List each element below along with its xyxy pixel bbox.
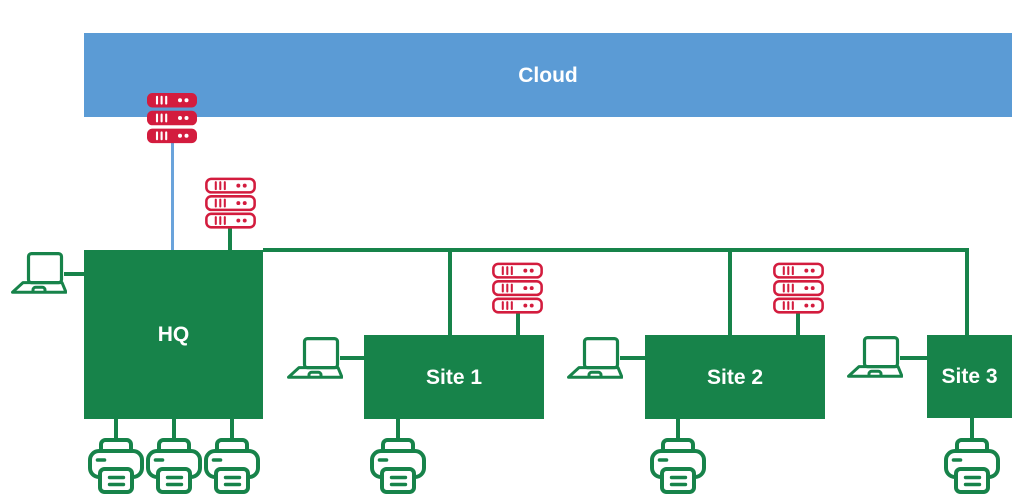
- link-server-to-site1: [516, 313, 520, 335]
- hq-printer3-icon: [204, 438, 260, 494]
- cloud-label: Cloud: [518, 63, 578, 87]
- link-server-to-site2: [796, 313, 800, 335]
- site1-printer-icon: [370, 438, 426, 494]
- site3-laptop-icon: [847, 336, 903, 378]
- link-bus-to-site2: [728, 252, 732, 335]
- site2-printer-icon: [650, 438, 706, 494]
- link-laptop-to-hq: [64, 272, 84, 276]
- site3-printer-icon: [944, 438, 1000, 494]
- site2-label: Site 2: [706, 365, 764, 389]
- site1-laptop-icon: [287, 337, 343, 379]
- link-printer2-to-hq: [172, 419, 176, 439]
- link-printer3-to-hq: [230, 419, 234, 439]
- link-printer-to-site1: [396, 419, 400, 439]
- link-laptop-to-site3: [900, 356, 927, 360]
- hq-printer2-icon: [146, 438, 202, 494]
- link-bus-to-site1: [448, 252, 452, 335]
- site1-rack-server-icon: [492, 262, 543, 314]
- site1-node: Site 1: [364, 335, 544, 419]
- site2-node: Site 2: [645, 335, 825, 419]
- cloud-rack-server-icon: [146, 92, 198, 144]
- site1-label: Site 1: [425, 365, 483, 389]
- site3-label: Site 3: [941, 365, 998, 388]
- hq-laptop-icon: [11, 252, 67, 294]
- link-printer-to-site2: [676, 419, 680, 439]
- bus-hq-to-sites: [263, 248, 969, 252]
- site3-node: Site 3: [927, 335, 1012, 418]
- link-bus-to-site3: [965, 252, 969, 335]
- link-printer1-to-hq: [114, 419, 118, 439]
- site2-rack-server-icon: [773, 262, 824, 314]
- link-printer-to-site3: [970, 418, 974, 439]
- site2-laptop-icon: [567, 337, 623, 379]
- link-laptop-to-site1: [340, 356, 364, 360]
- link-laptop-to-site2: [620, 356, 645, 360]
- link-hqserver-to-hq: [228, 227, 232, 250]
- hq-node: HQ: [84, 250, 263, 419]
- hq-printer1-icon: [88, 438, 144, 494]
- link-cloudserver-to-hq: [171, 142, 174, 250]
- hq-rack-server-icon: [205, 177, 256, 229]
- hq-label: HQ: [157, 323, 190, 346]
- cloud-zone: Cloud: [84, 33, 1012, 117]
